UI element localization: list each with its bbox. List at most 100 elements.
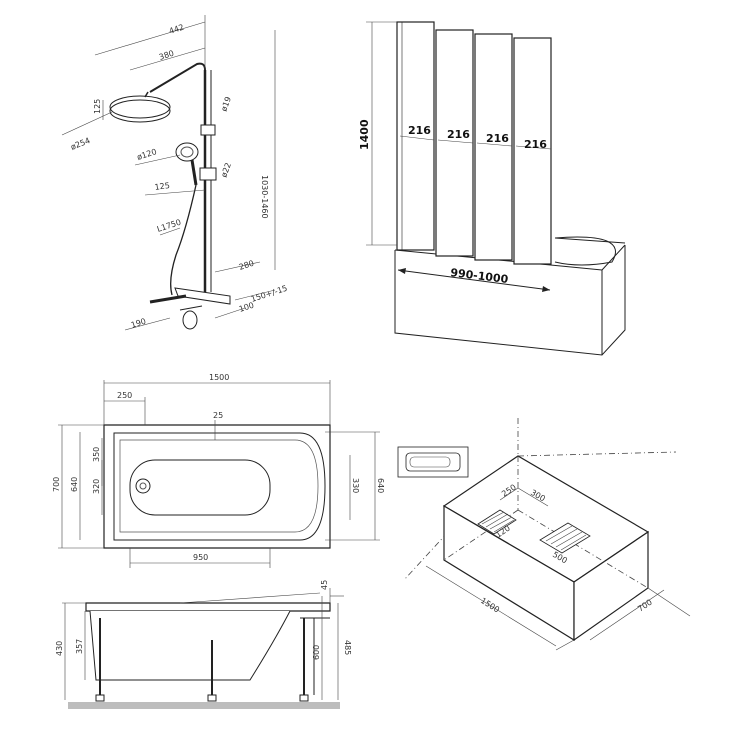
dim-line-990 <box>397 269 551 291</box>
screen-panel-1 <box>396 21 435 251</box>
hand-shower-face <box>180 146 194 158</box>
mixer-spout <box>149 294 187 304</box>
screen-panel-4 <box>513 37 552 265</box>
head-shower-rim <box>109 99 171 123</box>
dim-line-190 <box>124 317 171 331</box>
dim-990-1000: 990-1000 <box>450 266 510 286</box>
dim-line-1500-install <box>425 565 557 647</box>
dim-125-mid: 125 <box>154 181 170 192</box>
dim-line-300-install <box>517 487 549 507</box>
dim-d19: ø19 <box>219 95 233 112</box>
mixer-body <box>179 305 203 311</box>
hand-shower-handle <box>190 159 198 186</box>
dim-line-l1750 <box>159 227 181 236</box>
dim-380: 380 <box>158 49 175 62</box>
dim-line-280 <box>214 261 261 273</box>
dim-125-top: 125 <box>93 99 102 114</box>
head-joint <box>144 91 149 98</box>
dim-442: 442 <box>168 23 185 36</box>
dim-357-side: 357 <box>75 639 84 654</box>
dim-280: 280 <box>238 259 255 272</box>
ext-line-1500-end <box>555 639 575 651</box>
head-shower <box>109 95 171 119</box>
box-hidden-edge-right <box>517 509 649 589</box>
dim-485-side: 485 <box>343 640 352 655</box>
side-rim-slope <box>179 592 321 604</box>
floor-strip <box>68 702 340 709</box>
dim-600-side: 600 <box>312 645 321 660</box>
dim-line-150 <box>234 289 276 301</box>
foot-1 <box>95 694 105 702</box>
dim-640-right-plan: 640 <box>376 478 385 493</box>
dim-panel-4: 216 <box>524 138 547 151</box>
dim-350-plan: 350 <box>92 447 101 462</box>
installation-drawing: 250 300 120 500 1500 700 <box>397 418 691 651</box>
slide-holder <box>199 167 217 181</box>
dim-190: 190 <box>130 317 147 330</box>
foot-3 <box>299 694 309 702</box>
bath-screen-drawing: 1400 216 216 216 216 990-1000 <box>358 21 626 356</box>
side-elevation-drawing: 430 357 45 600 485 <box>55 580 352 709</box>
dim-line-442 <box>94 21 206 56</box>
dim-panel-2: 216 <box>447 128 470 141</box>
dim-320-plan: 320 <box>92 479 101 494</box>
dim-430-side: 430 <box>55 641 64 656</box>
dim-150-15: 150+/-15 <box>250 284 289 304</box>
dim-250-plan: 250 <box>117 391 132 400</box>
dim-45-side: 45 <box>320 580 329 590</box>
wall-right-line <box>517 451 677 457</box>
side-rim <box>85 602 331 612</box>
dim-100: 100 <box>238 301 255 314</box>
bath-back-edge <box>554 237 626 244</box>
dim-25-plan: 25 <box>213 411 223 420</box>
dim-line-700-install <box>589 589 665 641</box>
plan-drain-inner <box>139 482 147 490</box>
dim-line-panel-1 <box>399 135 435 141</box>
dim-l1750: L1750 <box>156 218 182 234</box>
shower-hose <box>170 184 197 296</box>
shower-arm <box>149 62 206 93</box>
dim-700-plan: 700 <box>52 477 61 492</box>
dim-d22: ø22 <box>219 161 233 178</box>
bath-plan-drawing: 1500 250 25 700 640 350 320 330 640 950 <box>52 373 385 568</box>
dim-panel-1: 216 <box>408 124 431 137</box>
plan-drain <box>135 478 151 494</box>
dim-d120: ø120 <box>136 147 158 162</box>
dim-d254: ø254 <box>69 136 91 152</box>
ext-line-700-end <box>647 587 691 617</box>
hatch-area-right <box>539 522 591 554</box>
shower-set-drawing: 442 380 125 ø19 ø254 ø120 ø22 125 L1750 … <box>61 15 289 331</box>
plan-basin-inner <box>119 439 319 533</box>
dim-1400: 1400 <box>358 119 371 150</box>
side-tub-body <box>89 610 291 681</box>
dim-line-254 <box>61 111 113 136</box>
dim-panel-3: 216 <box>486 132 509 145</box>
mixer-knob <box>182 310 198 330</box>
bath-rim-curve <box>554 236 616 266</box>
plan-bath-floor <box>129 459 271 516</box>
upper-holder <box>200 124 216 136</box>
screen-panel-2 <box>435 29 474 257</box>
thermostat-shelf <box>174 287 231 305</box>
dim-line-100 <box>214 307 246 319</box>
dim-line-120 <box>134 154 181 166</box>
dim-640-left-plan: 640 <box>70 477 79 492</box>
dim-950-plan: 950 <box>193 553 208 562</box>
dim-line-125-mid <box>144 189 206 196</box>
dim-line-250-install <box>499 487 519 501</box>
dim-line-panel-3 <box>476 142 513 147</box>
thumbnail-bath-inner <box>409 456 451 468</box>
hatch-area-left <box>477 509 517 535</box>
dim-330-plan: 330 <box>351 478 360 493</box>
bath-side-top-edge <box>601 244 626 271</box>
dim-1500-plan: 1500 <box>209 373 229 382</box>
dim-1500-install: 1500 <box>479 596 501 614</box>
screen-panel-3 <box>474 33 513 261</box>
dim-line-380 <box>129 47 206 71</box>
thumbnail-bath <box>405 452 461 472</box>
foot-2 <box>207 694 217 702</box>
dim-line-panel-4 <box>515 145 552 150</box>
dim-line-panel-2 <box>437 139 474 144</box>
